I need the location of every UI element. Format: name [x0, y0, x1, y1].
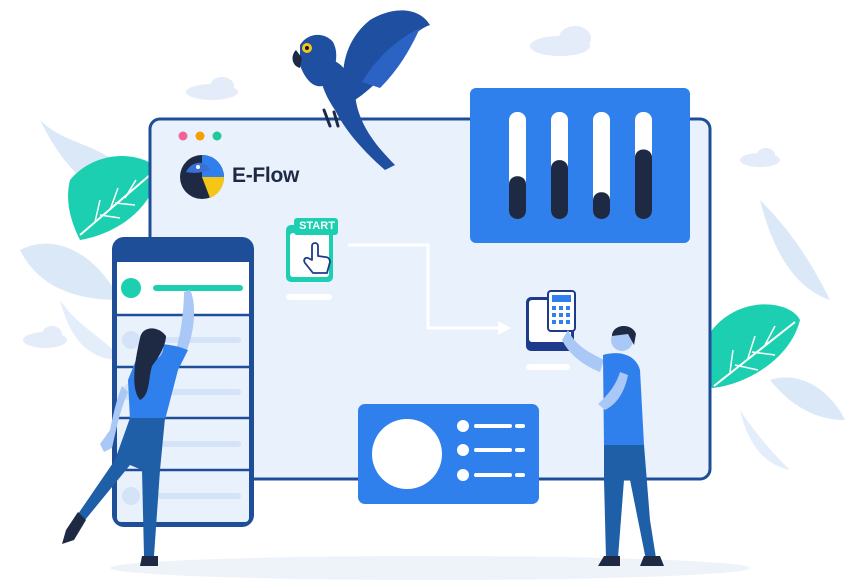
equalizer-track-3: [593, 112, 610, 219]
woman-figure: [62, 290, 195, 566]
hand-pointer-icon: [303, 242, 331, 274]
equalizer-level-1[interactable]: [509, 176, 526, 219]
equalizer-level-2[interactable]: [551, 160, 568, 219]
calculator-icon: [547, 290, 576, 332]
ground-shadow: [110, 556, 750, 580]
macaw-parrot-icon: [292, 10, 430, 170]
man-figure: [562, 325, 664, 566]
clouds: [23, 26, 780, 348]
left-leaves: [20, 120, 160, 360]
brand-name: E-Flow: [232, 164, 300, 187]
window-dot-pink: [178, 131, 188, 141]
parrot-logo-icon: [180, 155, 225, 199]
flow-arrow-line: [348, 243, 500, 330]
equalizer-panel: [470, 88, 690, 243]
window-dot-teal: [212, 131, 222, 141]
flow-arrow-head: [498, 321, 511, 335]
equalizer-level-4[interactable]: [635, 149, 652, 219]
right-leaves: [706, 200, 845, 470]
profile-card[interactable]: [358, 404, 539, 504]
start-label[interactable]: START: [299, 220, 335, 232]
window-dot-orange: [195, 131, 205, 141]
equalizer-level-3[interactable]: [593, 192, 610, 219]
avatar: [372, 419, 442, 489]
